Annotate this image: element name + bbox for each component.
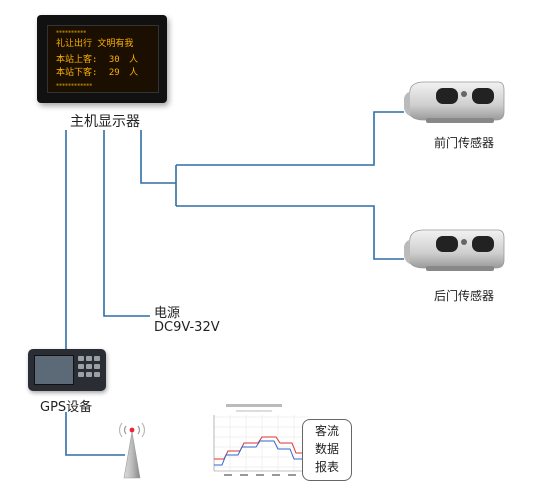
antenna-icon [118,422,146,479]
display-line-2: 本站上客: 30 人 [56,54,152,67]
gps-antenna-line [65,412,125,456]
report-callout-line-3: 报表 [314,460,339,474]
gps-device [28,349,106,391]
gps-label: GPS设备 [40,400,93,415]
display-line-3-label: 本站下客: [56,68,98,78]
gps-key [78,356,84,361]
rear-sensor-label: 后门传感器 [434,289,495,303]
display-line-1: 礼让出行 文明有我 [56,39,134,49]
report-callout-line-1: 客流 [314,424,339,438]
display-bottom-dots: ▪▪▪▪▪▪▪▪▪▪▪▪ [56,82,93,88]
front-sensor-image [404,81,505,123]
report-chart-image [200,403,312,483]
display-line-2-value: 30 [108,55,120,65]
main-display-unit: ▪▪▪▪▪▪▪▪▪▪ 礼让出行 文明有我 本站上客: 30 人 本站下客: 29… [37,15,167,103]
gps-key [78,364,84,369]
display-line-3-value: 29 [108,68,120,78]
gps-key [94,372,100,377]
display-line-2-label: 本站上客: [56,55,98,65]
report-callout-line-2: 数据 [314,442,339,456]
display-top-dots: ▪▪▪▪▪▪▪▪▪▪ [56,29,87,35]
gps-key [86,356,92,361]
display-label: 主机显示器 [70,114,140,130]
power-voltage-label: DC9V-32V [154,320,220,335]
display-line-2-unit: 人 [129,55,139,65]
display-line-3-unit: 人 [129,68,139,78]
rear-sensor-image [404,229,505,271]
front-sensor-line [176,111,404,166]
power-line [103,130,150,317]
display-screen: ▪▪▪▪▪▪▪▪▪▪ 礼让出行 文明有我 本站上客: 30 人 本站下客: 29… [47,25,159,93]
gps-key [94,364,100,369]
gps-key [86,372,92,377]
rear-sensor-line [176,205,404,260]
gps-key [94,356,100,361]
display-line-3: 本站下客: 29 人 [56,67,152,80]
report-callout: 客流 数据 报表 [302,419,352,481]
power-label: 电源 [154,306,181,321]
gps-key [86,364,92,369]
gps-screen [34,355,74,385]
gps-key [78,372,84,377]
front-sensor-label: 前门传感器 [434,136,495,150]
display-to-sensors-line [140,130,176,184]
